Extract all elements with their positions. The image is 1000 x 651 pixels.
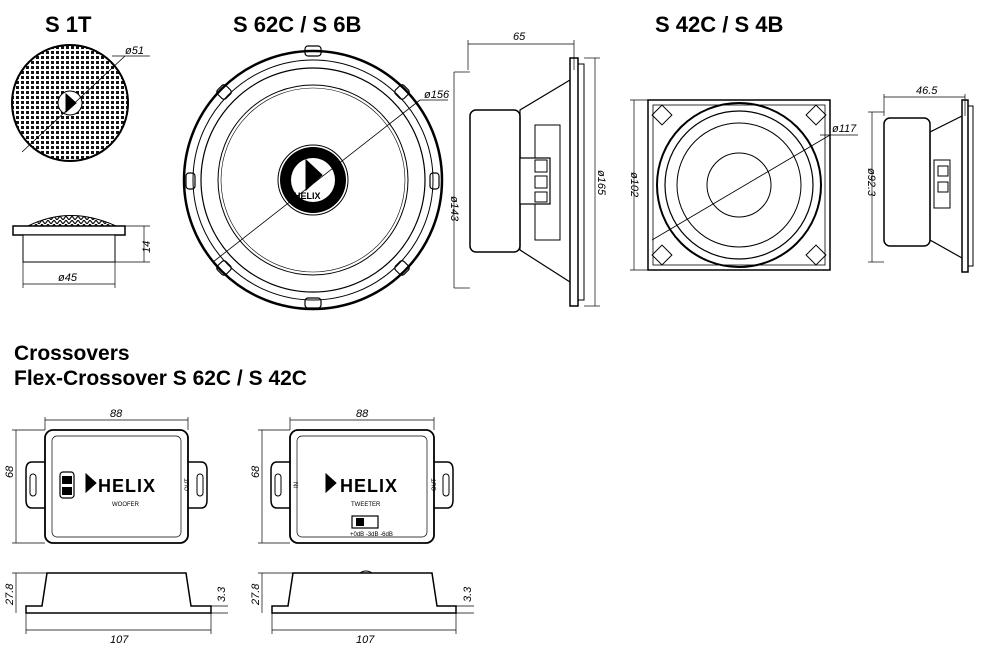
tweeter-brand: HELIX <box>340 476 398 496</box>
s62c-side-view <box>453 40 600 307</box>
crossover-woofer-top <box>12 417 208 544</box>
tweeter-label: TWEETER <box>351 502 381 508</box>
dim-s62c-depth: 65 <box>513 31 526 43</box>
crossover-woofer-side <box>12 572 228 634</box>
dim-xo-tweeter-side-height: 27.8 <box>250 583 262 606</box>
s42c-title: S 42C / S 4B <box>655 12 784 37</box>
woofer-out-label: OUT <box>185 478 191 491</box>
helix-logo-icon <box>325 472 337 494</box>
helix-logo-icon <box>65 92 77 114</box>
tweeter-switch-label: +0dB -3dB -6dB <box>350 532 393 538</box>
tweeter-level-switch <box>351 515 379 529</box>
s42c-front-view <box>630 99 858 271</box>
dim-s1t-height: 14 <box>141 241 153 253</box>
crossover-tweeter-side <box>258 570 474 634</box>
s62c-title: S 62C / S 6B <box>233 12 362 37</box>
s42c-side-view <box>868 94 974 273</box>
dim-s1t-side: ø45 <box>58 272 78 284</box>
woofer-frame <box>182 49 444 311</box>
dim-xo-tweeter-length: 107 <box>356 634 375 646</box>
s1t-front-view <box>11 44 150 162</box>
tweeter-in-label: IN <box>294 482 300 488</box>
dim-s42c-depth: 46.5 <box>916 85 938 97</box>
crossovers-heading: Crossovers <box>14 342 130 365</box>
flex-crossover-heading: Flex-Crossover S 62C / S 42C <box>14 367 307 390</box>
dim-xo-woofer-side-height: 27.8 <box>4 583 16 606</box>
dim-xo-woofer-height: 68 <box>4 465 16 478</box>
dim-s62c-frame: ø165 <box>595 170 607 196</box>
dim-s62c-outer: ø156 <box>424 89 450 101</box>
helix-logo-icon <box>85 472 97 494</box>
s42c-frame <box>647 99 831 271</box>
s1t-side-view <box>12 215 150 288</box>
dim-xo-tweeter-height: 68 <box>250 465 262 478</box>
dim-s62c-inner: ø143 <box>448 196 460 222</box>
s62c-brand: HELIX <box>294 191 321 201</box>
woofer-jumper <box>59 471 75 499</box>
dim-xo-woofer-flange: 3.3 <box>216 586 228 602</box>
dim-xo-tweeter-flange: 3.3 <box>462 586 474 602</box>
s62c-flange <box>569 57 579 307</box>
woofer-brand: HELIX <box>98 476 156 496</box>
dim-xo-tweeter-width: 88 <box>356 408 369 420</box>
dim-xo-woofer-width: 88 <box>110 408 123 420</box>
tweeter-out-label: OUT <box>432 478 438 491</box>
dim-s42c-outer: ø117 <box>832 123 857 135</box>
dim-s1t-front: ø51 <box>125 45 144 57</box>
s62c-front-view <box>182 45 448 311</box>
woofer-label: WOOFER <box>112 502 140 508</box>
s62c-magnet <box>469 109 521 253</box>
dim-xo-woofer-length: 107 <box>110 634 129 646</box>
dim-s42c-inner: ø92.3 <box>865 168 877 197</box>
s1t-title: S 1T <box>45 12 92 37</box>
dim-s42c-front: ø102 <box>628 172 640 197</box>
crossover-tweeter-top <box>258 417 454 544</box>
